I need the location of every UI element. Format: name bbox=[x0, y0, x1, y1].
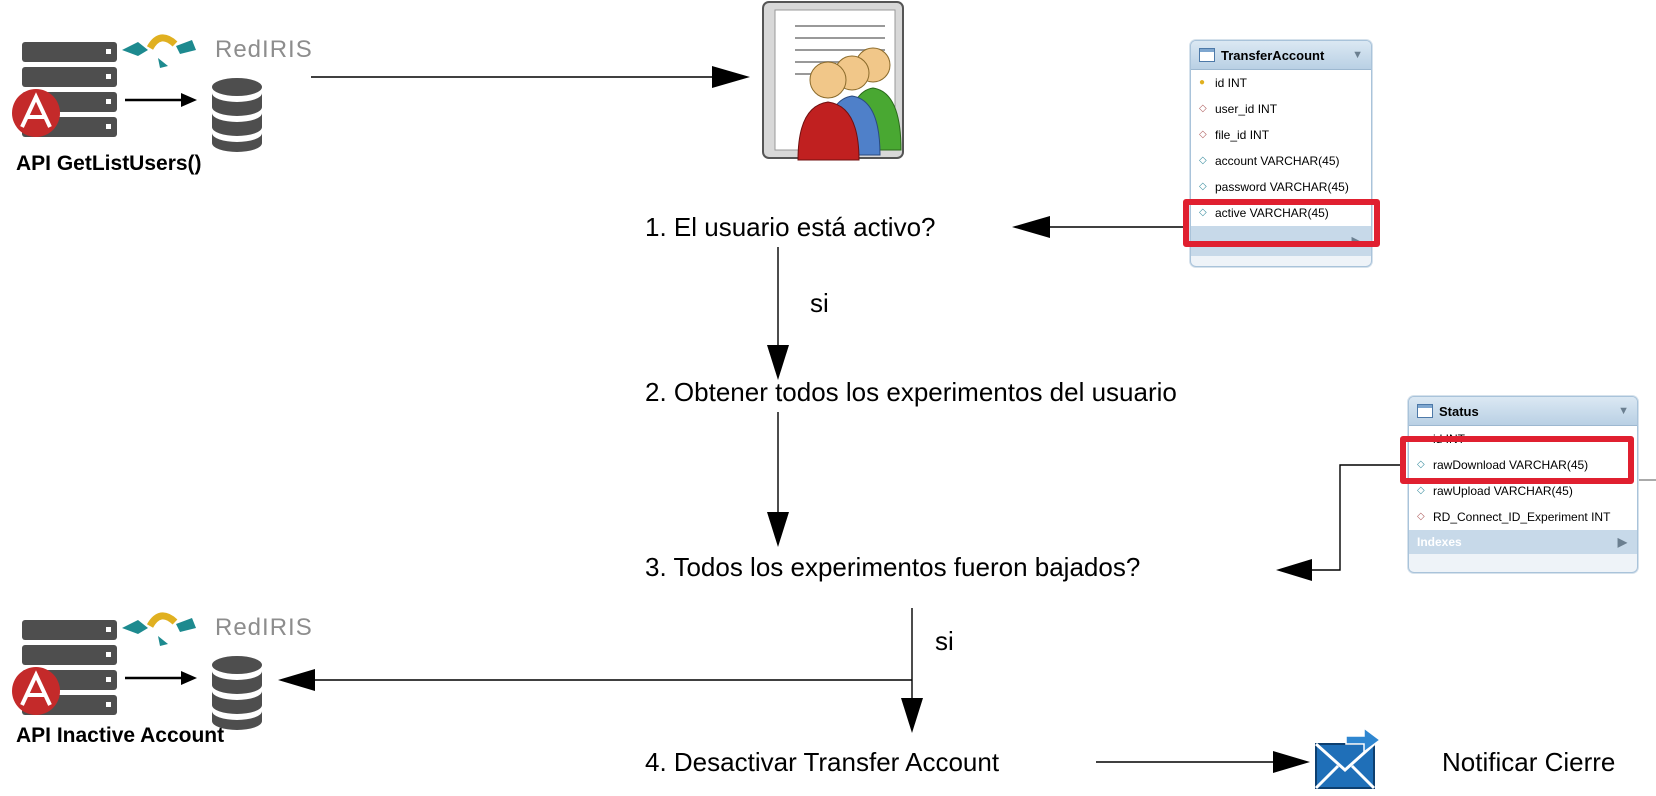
rediris-logo: RedIRIS bbox=[215, 36, 313, 63]
arrow-server-to-db-icon bbox=[125, 671, 197, 685]
status-indexes-footer: Indexes▶ bbox=[1409, 530, 1637, 554]
diamond-icon: ◇ bbox=[1199, 129, 1207, 140]
key-icon: ● bbox=[1199, 77, 1206, 88]
arrowhead-to-step4 bbox=[901, 698, 923, 733]
diamond-icon: ◇ bbox=[1417, 511, 1425, 522]
api-inactive-account-group: RedIRIS API Inactive Account bbox=[10, 600, 312, 760]
table-icon bbox=[1417, 404, 1433, 418]
step-4-label: 4. Desactivar Transfer Account bbox=[645, 747, 1000, 777]
highlight-rawdownload-row bbox=[1400, 436, 1634, 484]
users-document-icon bbox=[762, 1, 904, 161]
highlight-active-row bbox=[1183, 199, 1380, 247]
diamond-icon: ◇ bbox=[1199, 181, 1207, 192]
table-icon bbox=[1199, 48, 1215, 62]
notify-label: Notificar Cierre bbox=[1442, 747, 1616, 777]
status-title: Status bbox=[1439, 403, 1479, 419]
arrowhead-to-step2 bbox=[767, 345, 789, 380]
yes-label-2: si bbox=[935, 626, 954, 656]
step-2-label: 2. Obtener todos los experimentos del us… bbox=[645, 377, 1177, 407]
table-row: ◇RD_Connect_ID_Experiment INT bbox=[1409, 504, 1637, 530]
red-a-logo-icon bbox=[12, 89, 60, 137]
arrowhead-to-inactive-api bbox=[278, 669, 315, 691]
step-1-label: 1. El usuario está activo? bbox=[645, 212, 936, 242]
arrow-server-to-db-icon bbox=[125, 93, 197, 107]
api-inactive-account-label: API Inactive Account bbox=[16, 724, 225, 747]
database-icon bbox=[212, 78, 262, 152]
diamond-icon: ◇ bbox=[1417, 459, 1425, 470]
transferaccount-table-header: TransferAccount ▼ bbox=[1191, 41, 1371, 70]
mail-send-icon bbox=[1314, 726, 1382, 790]
red-a-logo-icon bbox=[12, 667, 60, 715]
status-table: Status ▼ ●id INT ◇rawDownload VARCHAR(45… bbox=[1408, 396, 1638, 573]
api-getlistusers-label: API GetListUsers() bbox=[16, 152, 202, 175]
transferaccount-table: TransferAccount ▼ ●id INT ◇user_id INT ◇… bbox=[1190, 40, 1372, 267]
diamond-icon: ◇ bbox=[1199, 155, 1207, 166]
database-icon bbox=[212, 656, 262, 730]
diamond-icon: ◇ bbox=[1417, 485, 1425, 496]
table-row: ●id INT bbox=[1191, 70, 1371, 96]
arrowhead-to-users bbox=[712, 66, 750, 88]
arrowhead-to-notify bbox=[1273, 751, 1310, 773]
arrowhead-to-step3 bbox=[767, 512, 789, 547]
rediris-logo: RedIRIS bbox=[215, 614, 313, 641]
table-row: ◇user_id INT bbox=[1191, 96, 1371, 122]
arrowhead-to-step3-from-status bbox=[1276, 559, 1312, 581]
transferaccount-title: TransferAccount bbox=[1221, 47, 1325, 63]
step-3-label: 3. Todos los experimentos fueron bajados… bbox=[645, 552, 1141, 582]
collapse-triangle-icon: ▼ bbox=[1618, 405, 1629, 417]
collapse-triangle-icon: ▼ bbox=[1352, 49, 1363, 61]
status-table-header: Status ▼ bbox=[1409, 397, 1637, 426]
table-row: ◇account VARCHAR(45) bbox=[1191, 148, 1371, 174]
arrowhead-to-step1 bbox=[1012, 216, 1050, 238]
teal-bird-logo-icon bbox=[122, 34, 196, 68]
api-getlistusers-group: RedIRIS API GetListUsers() bbox=[10, 22, 312, 182]
table-row: ◇file_id INT bbox=[1191, 122, 1371, 148]
table-row: ◇password VARCHAR(45) bbox=[1191, 174, 1371, 200]
diamond-icon: ◇ bbox=[1199, 103, 1207, 114]
table-row: ◇rawDownload VARCHAR(45) bbox=[1409, 452, 1637, 478]
yes-label-1: si bbox=[810, 288, 829, 318]
teal-bird-logo-icon bbox=[122, 612, 196, 646]
diamond-icon: ◇ bbox=[1199, 207, 1207, 218]
